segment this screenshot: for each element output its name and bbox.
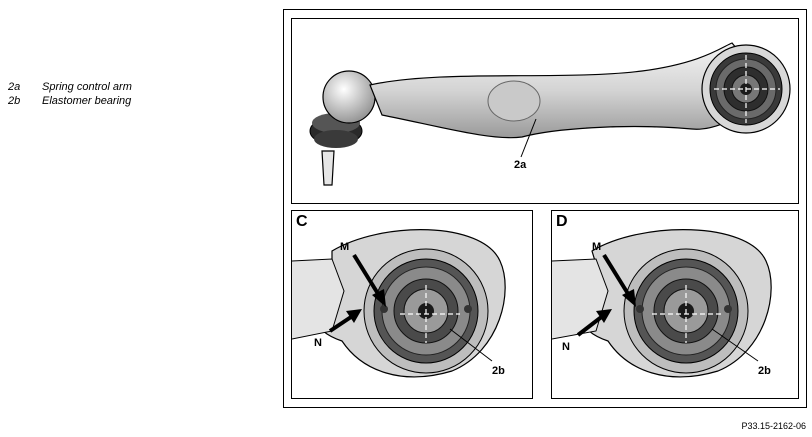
callout-2b: 2b — [758, 365, 771, 377]
legend: 2a Spring control arm 2b Elastomer beari… — [8, 80, 132, 108]
panel-d: D M N 2b — [551, 210, 799, 399]
legend-key: 2a — [8, 81, 21, 93]
legend-key: 2b — [8, 95, 21, 107]
figure-reference-code: P33.15-2162-06 — [741, 421, 806, 431]
callout-n: N — [314, 337, 322, 349]
bearing-view-d — [552, 229, 772, 378]
figure-frame — [283, 9, 807, 408]
callout-n: N — [562, 341, 570, 353]
callout-2b: 2b — [492, 365, 505, 377]
callout-m: M — [340, 241, 350, 253]
legend-text: Spring control arm — [42, 81, 132, 93]
legend-text: Elastomer bearing — [42, 95, 132, 107]
control-arm-illustration — [309, 42, 791, 186]
callout-m: M — [592, 241, 602, 253]
panel-c: C M N 2b — [291, 210, 533, 399]
legend-item-2a: 2a Spring control arm — [8, 80, 132, 94]
bearing-view-c — [292, 229, 506, 378]
panel-control-arm: 2a — [291, 18, 799, 204]
panel-letter: C — [296, 213, 308, 230]
callout-2a: 2a — [514, 159, 527, 171]
legend-item-2b: 2b Elastomer bearing — [8, 94, 132, 108]
panel-letter: D — [556, 213, 568, 230]
